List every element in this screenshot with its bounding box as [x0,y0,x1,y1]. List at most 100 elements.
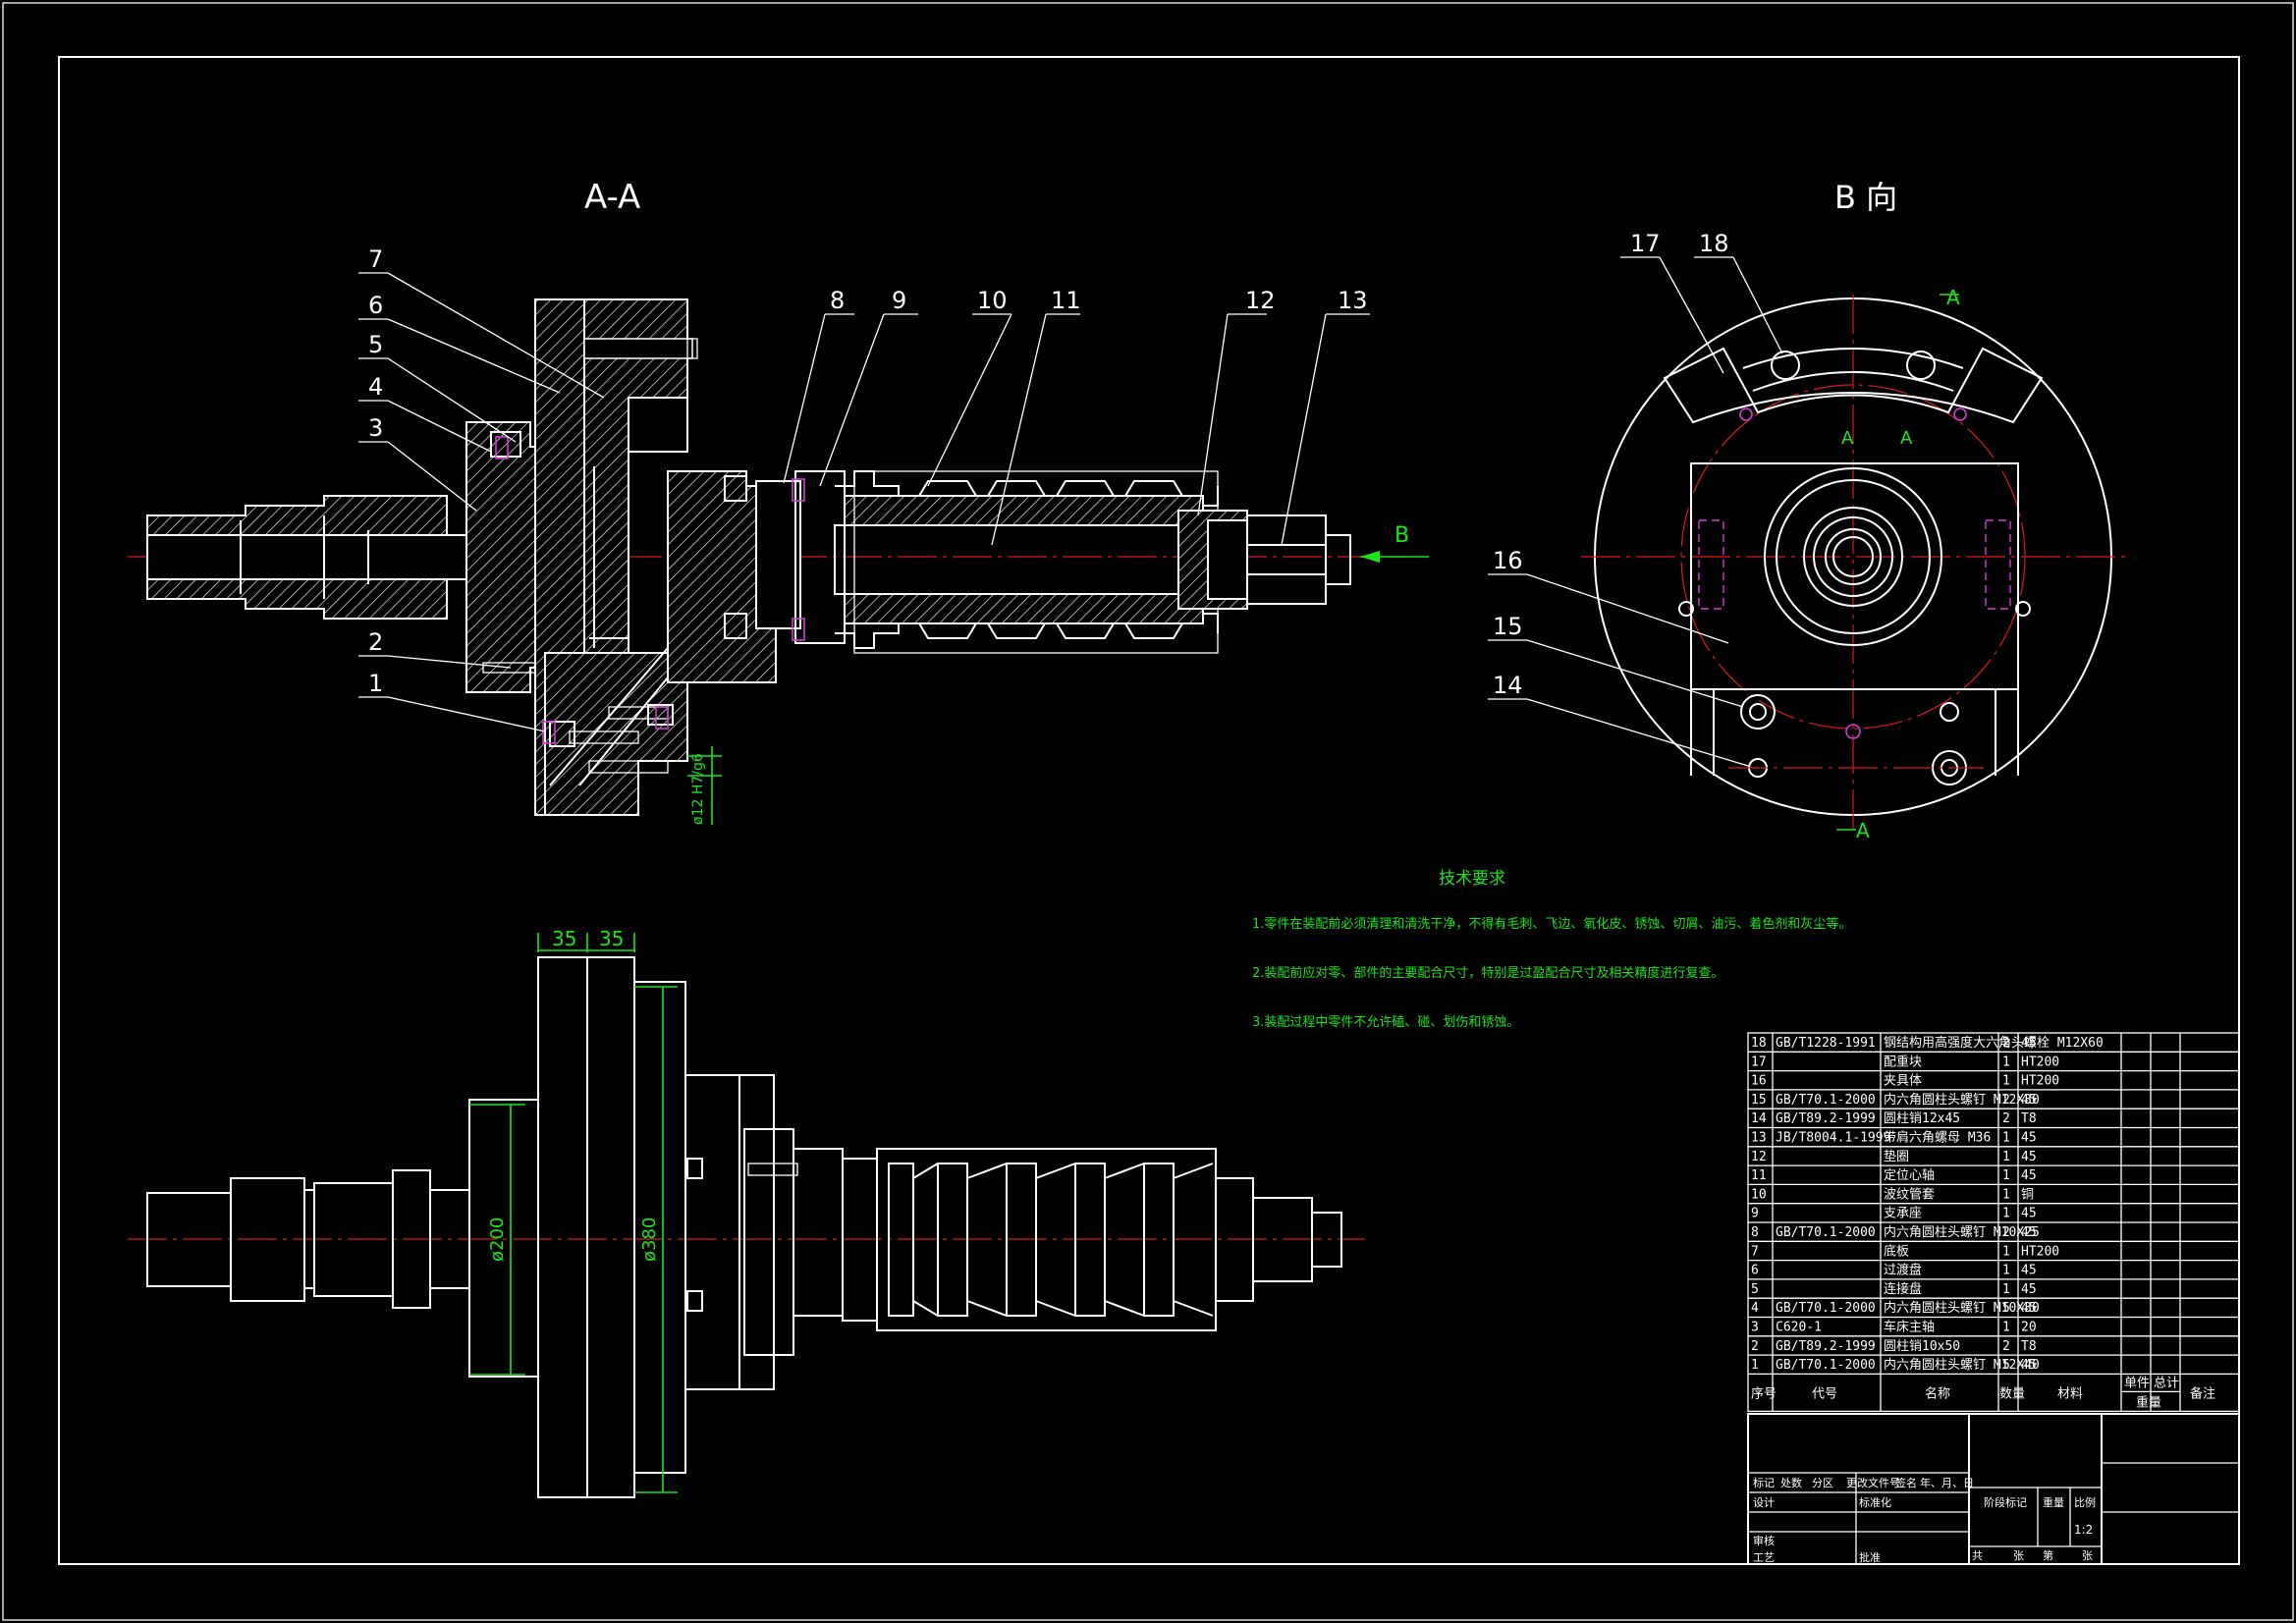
bom-cell: 15 [1751,1093,1767,1108]
bom-cell: 圆柱销12x45 [1884,1111,1960,1126]
bom-cell: 1 [2002,1282,2010,1297]
bom-cell: 13 [1751,1131,1767,1146]
bom-cell: 45 [2021,1093,2037,1108]
bom-cell: 2 [2002,1339,2010,1354]
section-mark-mid2: A [1900,428,1913,449]
bom-header-cell: 序号 [1751,1386,1777,1401]
bom-cell: 过渡盘 [1884,1263,1922,1278]
bom-header-cell: 名称 [1925,1385,1950,1401]
title-block: 标记 处数 分区 更改文件号 签名 年、月、日 设计 标准化 审核 工艺 批准 … [1747,1413,2240,1565]
tb-sheet-unit: 张 [2082,1549,2093,1562]
bom-cell: T8 [2021,1111,2037,1126]
balloon-3: 3 [368,414,383,442]
arrow-b-label: B [1394,523,1409,548]
bom-cell: 2 [2002,1036,2010,1051]
tb-sign: 签名 [1895,1476,1917,1489]
balloon-4: 4 [368,373,383,401]
balloon-13: 13 [1338,287,1368,314]
section-mark-mid: A [1841,428,1854,449]
outline-view: 35 35 ø200 ø380 [128,927,1365,1498]
bom-cell: 1 [2002,1321,2010,1335]
bom-cell: 配重块 [1884,1054,1922,1069]
bom-cell: 1 [2002,1244,2010,1259]
bom-header-cell: 备注 [2190,1385,2215,1401]
bom-cell: 铜 [2021,1187,2034,1202]
bom-cell: 45 [2021,1264,2037,1278]
bom-header-cell: 数量 [1999,1386,2025,1401]
tb-sheet-no: 第 [2043,1548,2053,1562]
bom-header-cell: 材料 [2057,1386,2083,1401]
bom-cell: 5 [2002,1301,2010,1316]
bom-cell: 2 [2002,1111,2010,1126]
balloon-15: 15 [1493,613,1523,640]
view-b-title: B 向 [1834,179,1897,216]
tech-title: 技术要求 [1439,869,1505,889]
bom-cell: GB/T70.1-2000 [1776,1225,1876,1240]
bom-cell: HT200 [2021,1074,2059,1089]
bom-header-cell: 单件 [2124,1376,2150,1390]
view-b: B 向 A A [1581,179,2126,842]
bom-cell: 45 [2021,1036,2037,1051]
bom-cell: 车床主轴 [1884,1320,1935,1335]
balloon-7: 7 [368,245,383,273]
bom-cell: 带肩六角螺母 M36 [1884,1130,1991,1146]
bom-cell: 1 [2002,1131,2010,1146]
bom-cell: 1 [2002,1264,2010,1278]
bom-cell: 45 [2021,1282,2037,1297]
tb-stage: 阶段标记 [1984,1495,2027,1509]
bom-cell: 2 [2002,1093,2010,1108]
balloon-1: 1 [368,670,383,697]
section-mark-top: A [1946,286,1960,309]
tb-change: 更改文件号 [1846,1476,1900,1489]
bom-cell: 45 [2021,1150,2037,1164]
bom-cell: 内六角圆柱头螺钉 M10X25 [1884,1224,2040,1240]
bom-cell: 45 [2021,1207,2037,1221]
balloon-5: 5 [368,331,383,358]
tb-scale: 比例 [2074,1495,2096,1509]
bom-cell: 1 [1751,1358,1759,1373]
bom-cell: 3 [1751,1321,1759,1335]
bom-cell: 夹具体 [1884,1074,1922,1089]
bom-cell: GB/T89.2-1999 [1776,1339,1876,1354]
bom-cell: 45 [2021,1225,2037,1240]
balloon-12: 12 [1245,287,1276,314]
bom-cell: HT200 [2021,1244,2059,1259]
bom-cell: 圆柱销10x50 [1884,1339,1960,1354]
balloon-16: 16 [1493,547,1523,574]
bom-cell: 45 [2021,1358,2037,1373]
bom-cell: 1 [2002,1168,2010,1183]
inner-frame [58,56,2240,1565]
bom-cell: 1 [2002,1207,2010,1221]
balloon-8: 8 [830,287,845,314]
part-balloons-view-b: 17 18 16 15 14 [1488,230,1783,767]
bom-cell: 底板 [1884,1243,1909,1259]
bom-cell: 8 [1751,1225,1759,1240]
bom-cell: 10 [1751,1187,1767,1202]
bom-cell: 9 [1751,1207,1759,1221]
tb-weight: 重量 [2043,1495,2064,1509]
balloon-6: 6 [368,292,383,319]
bom-cell: GB/T1228-1991 [1776,1036,1876,1051]
bom-cell: 45 [2021,1301,2037,1316]
dim-dia-200: ø200 [487,1217,508,1262]
bom-cell: 垫圈 [1884,1149,1909,1164]
bom-header-cell: 总计 [2154,1376,2179,1390]
bom-cell: 内六角圆柱头螺钉 M10X30 [1884,1300,2040,1316]
bom-cell: 钢结构用高强度大六角头螺栓 M12X60 [1884,1035,2104,1051]
bom-cell: GB/T70.1-2000 [1776,1301,1876,1316]
tb-standard: 标准化 [1859,1495,1891,1509]
bom-cell: HT200 [2021,1055,2059,1069]
part-balloons-section: 7 6 5 4 3 2 1 8 9 10 11 12 13 [358,245,1370,732]
bom-cell: 内六角圆柱头螺钉 M12X40 [1884,1357,2040,1373]
balloon-9: 9 [892,287,906,314]
bom-cell: GB/T70.1-2000 [1776,1358,1876,1373]
tech-item-2: 2.装配前应对零、部件的主要配合尺寸，特别是过盈配合尺寸及相关精度进行复查。 [1252,965,1723,981]
bom-cell: 波纹管套 [1884,1186,1935,1202]
bom-header-cell: 代号 [1812,1386,1837,1401]
balloon-18: 18 [1699,230,1729,257]
bom-cell: 连接盘 [1884,1281,1922,1297]
section-view-a-a: A-A [128,178,1429,825]
tb-date: 年、月、日 [1920,1476,1974,1489]
bom-cell: C620-1 [1776,1321,1822,1335]
